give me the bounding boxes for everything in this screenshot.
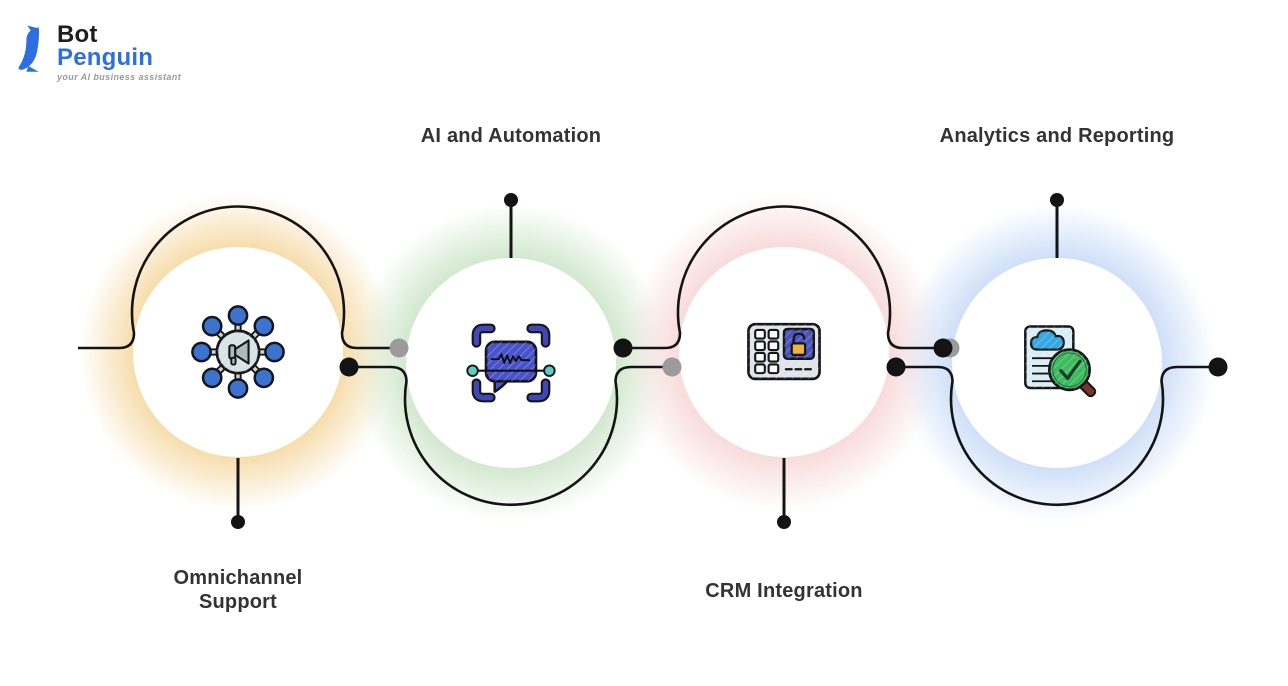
wire-node3 [623,205,946,350]
junction-dot-gray-1 [389,338,409,358]
penguin-icon [18,25,40,72]
stem-dot-ai [504,193,518,207]
stem-dot-crm [777,515,791,529]
junction-dot-black-2 [613,338,633,358]
keypad-lock-icon [736,304,832,400]
junction-dot-end [1208,357,1228,377]
junction-dot-gray-2 [662,357,682,377]
botpenguin-logo: Bot Penguin your AI business assistant [16,21,182,83]
network-megaphone-icon [190,304,286,400]
brand-tagline: your AI business assistant [57,72,182,82]
stem-dot-analytics [1050,193,1064,207]
botpenguin-wordmark: Bot Penguin your AI business assistant [57,21,182,83]
node-label-analytics-and-reporting: Analytics and Reporting [939,125,1175,147]
chat-scan-icon [463,315,559,411]
stem-dot-omnichannel [231,515,245,529]
junction-dot-black-4 [886,357,906,377]
document-magnifier-icon [1009,315,1105,411]
brand-name-top: Bot [57,21,98,48]
wire-node1 [78,205,399,350]
node-label-crm-integration: CRM Integration [705,580,863,602]
brand-name-bottom: Penguin [57,44,154,71]
junction-dot-black-3 [933,338,953,358]
node-label-omnichannel-support: Omnichannel Support [173,567,303,613]
wire-node2 [349,365,672,506]
junction-dot-black-1 [339,357,359,377]
node-label-ai-and-automation: AI and Automation [420,125,602,147]
wire-node4 [896,365,1218,506]
